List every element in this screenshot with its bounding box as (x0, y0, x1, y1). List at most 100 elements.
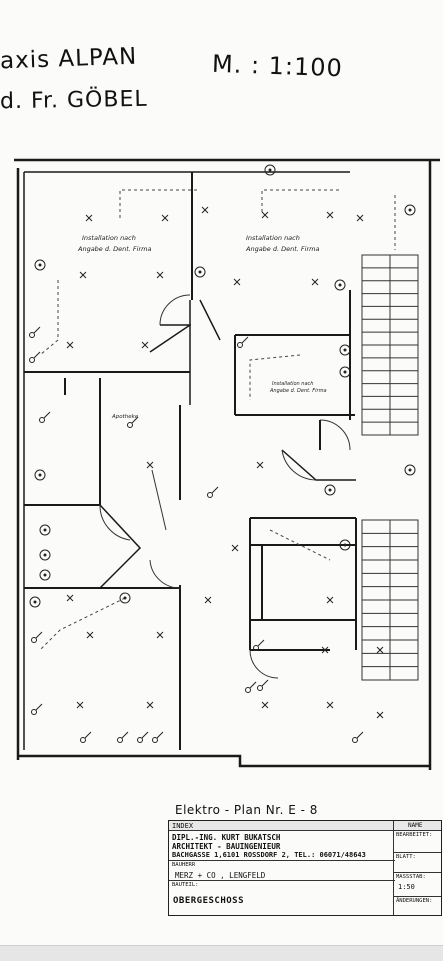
electrical-symbols (29, 164, 416, 743)
lamp-symbol-icon (376, 711, 384, 719)
engineer-address: BACHGASSE 1,6101 ROSSDORF 2, TEL.: 06071… (172, 851, 366, 859)
lamp-symbol-icon (146, 461, 154, 469)
lamp-symbol-icon (146, 701, 154, 709)
socket-symbol-icon (404, 204, 416, 216)
lamp-symbol-icon (261, 211, 269, 219)
name-cell: NAME (393, 821, 441, 831)
massstab-value: 1:50 (398, 883, 415, 891)
switch-symbol-icon (237, 336, 249, 348)
lamp-symbol-icon (204, 596, 212, 604)
lamp-symbol-icon (256, 461, 264, 469)
lamp-symbol-icon (326, 211, 334, 219)
title-block: INDEX DIPL.-ING. KURT BUKATSCH ARCHITEKT… (168, 820, 442, 916)
blatt-cell: BLATT: (393, 853, 441, 873)
lamp-symbol-icon (79, 271, 87, 279)
lamp-symbol-icon (356, 214, 364, 222)
switch-symbol-icon (31, 631, 43, 643)
massstab-label: MASSSTAB: (396, 874, 426, 880)
socket-dot-icon (43, 528, 47, 532)
title-block-index-row: INDEX (169, 821, 395, 831)
lamp-symbol-icon (156, 631, 164, 639)
lamp-symbol-icon (261, 701, 269, 709)
socket-dot-icon (38, 263, 42, 267)
lamp-symbol-icon (161, 214, 169, 222)
switch-symbol-icon (207, 486, 219, 498)
engineer-name: DIPL.-ING. KURT BUKATSCH (172, 833, 281, 842)
socket-symbol-icon (404, 464, 416, 476)
socket-symbol-icon (324, 484, 336, 496)
engineer-row: DIPL.-ING. KURT BUKATSCH ARCHITEKT - BAU… (169, 831, 395, 861)
lamp-symbol-icon (66, 341, 74, 349)
room1-installation-note: Installation nach Angabe d. Dent. Firma (77, 234, 151, 253)
socket-dot-icon (43, 553, 47, 557)
socket-dot-icon (33, 600, 37, 604)
lamp-symbol-icon (85, 214, 93, 222)
socket-symbol-icon (339, 366, 351, 378)
socket-dot-icon (408, 468, 412, 472)
wiring-lines (39, 189, 396, 651)
switch-symbol-icon (39, 411, 51, 423)
socket-dot-icon (268, 168, 272, 172)
socket-symbol-icon (39, 549, 51, 561)
socket-symbol-icon (34, 259, 46, 271)
lamp-symbol-icon (231, 544, 239, 552)
lamp-symbol-icon (66, 594, 74, 602)
lamp-symbol-icon (233, 278, 241, 286)
staircase-upper (361, 254, 419, 436)
socket-dot-icon (408, 208, 412, 212)
switch-symbol-icon (152, 731, 164, 743)
switch-symbol-icon (127, 416, 139, 428)
socket-symbol-icon (119, 592, 131, 604)
lamp-symbol-icon (76, 701, 84, 709)
bauherr-value: MERZ + CO , LENGFELD (175, 871, 266, 880)
bauherr-row: BAUHERR MERZ + CO , LENGFELD (169, 861, 395, 881)
interior-walls (24, 172, 357, 750)
scan-bottom-edge (0, 945, 443, 961)
name-label: NAME (408, 822, 423, 829)
socket-symbol-icon (339, 539, 351, 551)
switch-symbol-icon (29, 326, 41, 338)
lamp-symbol-icon (86, 631, 94, 639)
lamp-symbol-icon (326, 596, 334, 604)
aenderungen-cell: ÄNDERUNGEN: (393, 897, 441, 915)
lamp-symbol-icon (156, 271, 164, 279)
socket-dot-icon (343, 348, 347, 352)
socket-dot-icon (328, 488, 332, 492)
massstab-cell: MASSSTAB: 1:50 (393, 873, 441, 897)
room3-installation-note: Installation nach Angabe d. Dent. Firma (269, 381, 327, 394)
socket-dot-icon (343, 543, 347, 547)
switch-symbol-icon (352, 731, 364, 743)
bearbeitet-cell: BEARBEITET: (393, 831, 441, 853)
staircase-lower (361, 519, 419, 681)
engineer-title: ARCHITEKT - BAUINGENIEUR (172, 842, 281, 851)
switch-symbol-icon (253, 639, 265, 651)
switch-symbol-icon (80, 731, 92, 743)
bearbeitet-label: BEARBEITET: (396, 832, 433, 838)
socket-symbol-icon (194, 266, 206, 278)
socket-dot-icon (123, 596, 127, 600)
door-swings (99, 294, 351, 679)
apotheke-label: Apotheke (111, 414, 139, 420)
lamp-symbol-icon (141, 341, 149, 349)
bauteil-row: BAUTEIL: OBERGESCHOSS (169, 881, 395, 916)
bauherr-label: BAUHERR (172, 862, 196, 868)
lamp-symbol-icon (376, 646, 384, 654)
switch-symbol-icon (257, 679, 269, 691)
aenderungen-label: ÄNDERUNGEN: (396, 898, 433, 904)
socket-dot-icon (198, 270, 202, 274)
switch-symbol-icon (117, 731, 129, 743)
socket-symbol-icon (39, 524, 51, 536)
socket-dot-icon (38, 473, 42, 477)
lamp-symbol-icon (311, 278, 319, 286)
lamp-symbol-icon (201, 206, 209, 214)
blatt-label: BLATT: (396, 854, 416, 860)
index-label: INDEX (172, 822, 194, 830)
socket-dot-icon (43, 573, 47, 577)
socket-symbol-icon (334, 279, 346, 291)
switch-symbol-icon (137, 731, 149, 743)
switch-symbol-icon (29, 351, 41, 363)
socket-dot-icon (338, 283, 342, 287)
lamp-symbol-icon (326, 701, 334, 709)
